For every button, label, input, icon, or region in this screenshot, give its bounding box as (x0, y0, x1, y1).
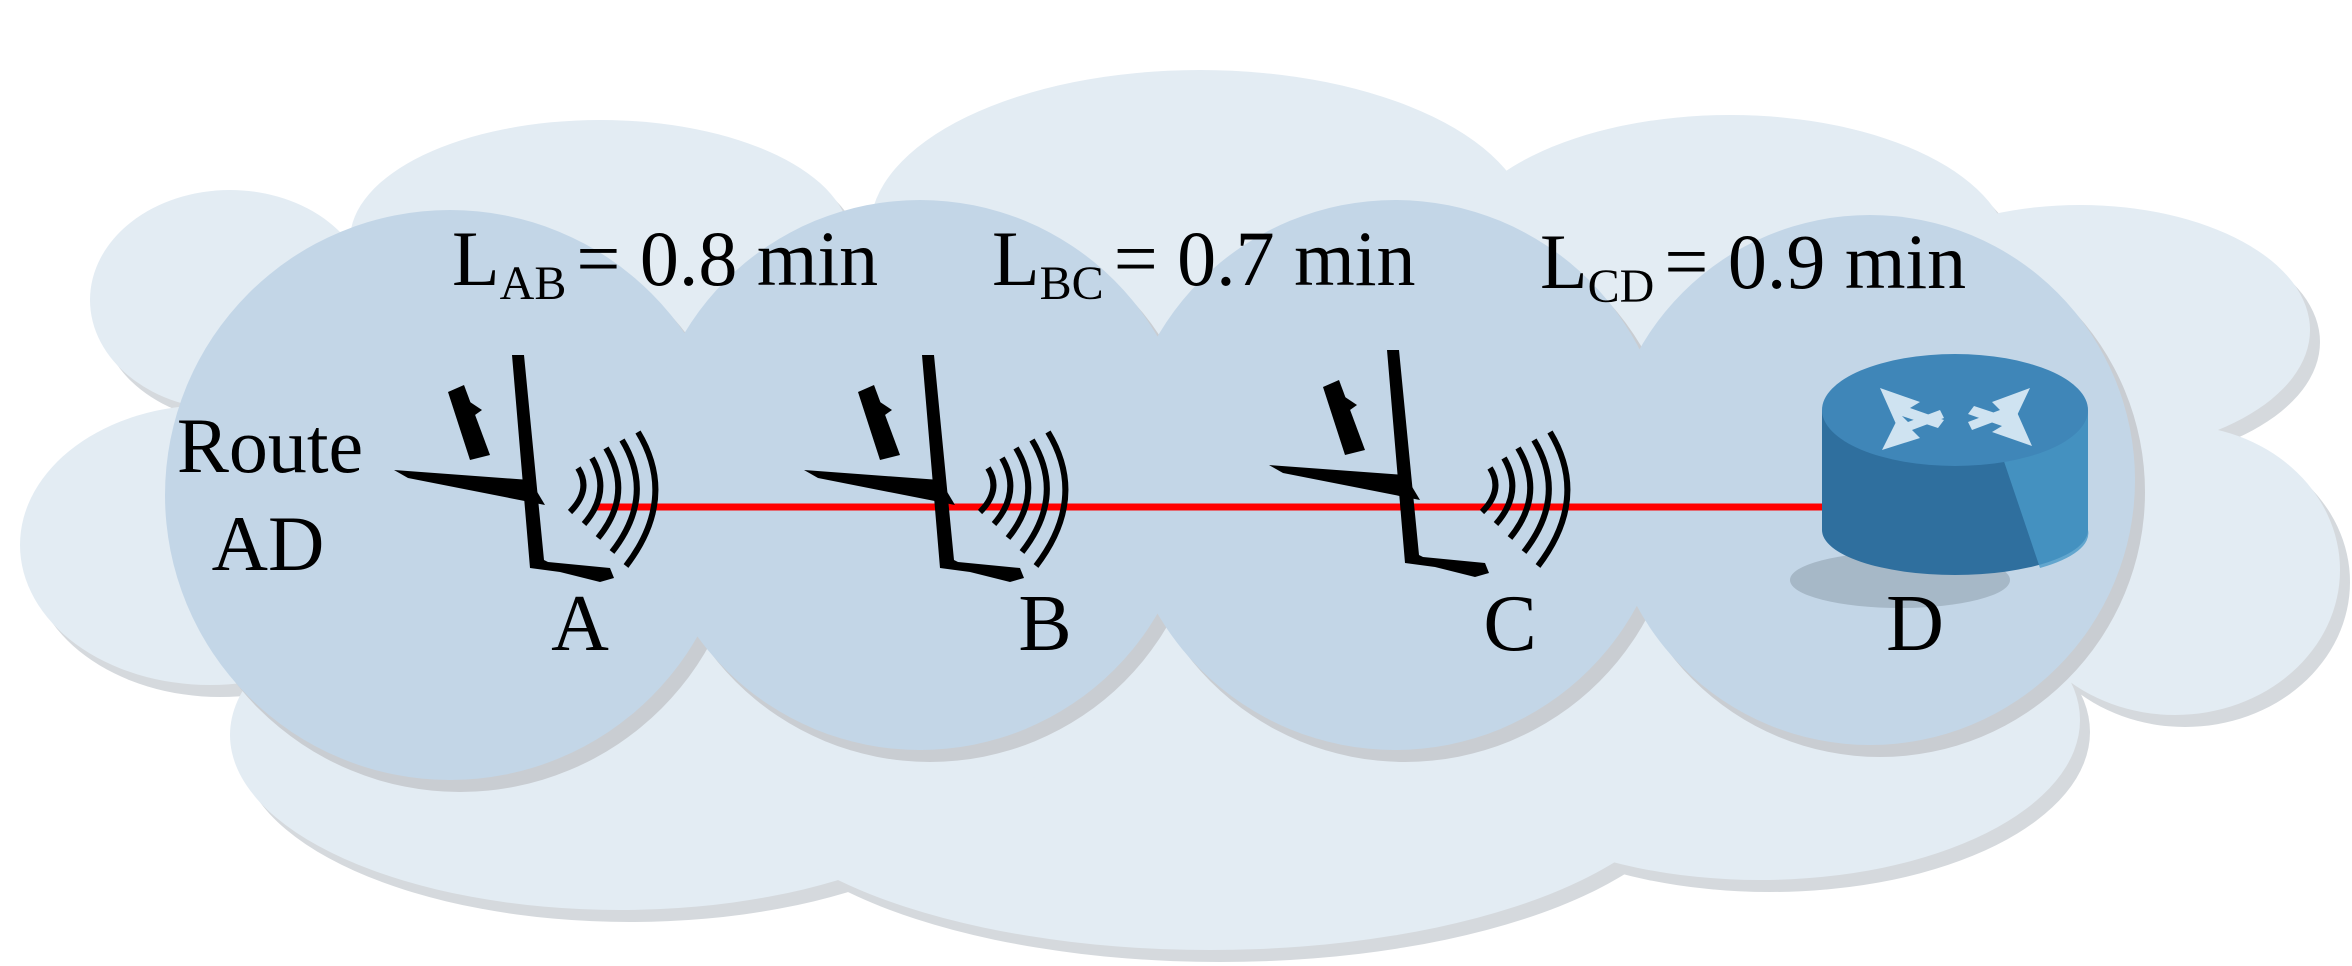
node-label-c: C (1483, 580, 1536, 668)
link-label-ab: LAB= 0.8 min (452, 215, 878, 310)
link-label-value: = 0.7 min (1114, 215, 1416, 302)
link-label-prefix: L (992, 215, 1040, 302)
node-label-b: B (1018, 580, 1071, 668)
router-d (1790, 354, 2089, 608)
aircraft-a (394, 355, 659, 582)
link-label-bc: LBC= 0.7 min (992, 215, 1416, 310)
link-label-subscript: BC (1040, 257, 1104, 310)
link-label-value: = 0.8 min (576, 215, 878, 302)
link-label-cd: LCD= 0.9 min (1540, 218, 1966, 313)
signal-waves-icon (1479, 430, 1571, 568)
coverage-circle-a (165, 210, 735, 780)
signal-waves-icon (977, 430, 1069, 568)
link-label-subscript: AB (500, 257, 567, 310)
node-label-a: A (551, 580, 609, 668)
signal-waves-icon (567, 430, 659, 568)
router-icon (1790, 354, 2089, 608)
aircraft-b (804, 355, 1069, 582)
link-label-prefix: L (1540, 218, 1588, 305)
aircraft-c (1269, 350, 1571, 577)
route-label-line2: AD (212, 500, 325, 587)
coverage-circle-b (645, 200, 1195, 750)
link-label-prefix: L (452, 215, 500, 302)
node-label-d: D (1886, 580, 1944, 668)
link-label-value: = 0.9 min (1664, 218, 1966, 305)
link-label-subscript: CD (1588, 260, 1655, 313)
route-label-line1: Route (177, 402, 363, 489)
